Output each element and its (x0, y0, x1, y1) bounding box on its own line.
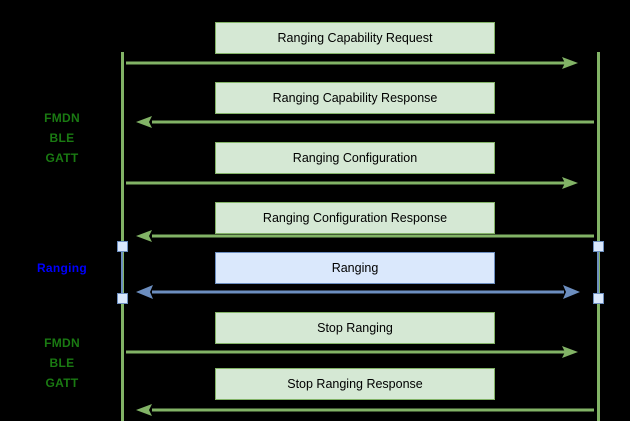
message-arrow-ranging-configuration-response (136, 228, 594, 244)
lifeline-right (597, 52, 600, 421)
message-arrow-ranging-capability-request (126, 55, 578, 71)
message-arrow-ranging-capability-response (136, 114, 594, 130)
lifeline-left (121, 52, 124, 421)
message-box-stop-ranging: Stop Ranging (215, 312, 495, 344)
message-box-ranging-configuration: Ranging Configuration (215, 142, 495, 174)
message-arrow-ranging-configuration (126, 175, 578, 191)
message-box-ranging-configuration-response: Ranging Configuration Response (215, 202, 495, 234)
phase-label-fmdn-ble-gatt-bottom: FMDN BLE GATT (44, 336, 80, 390)
activation-line-right (597, 246, 599, 300)
message-arrow-stop-ranging-response (136, 402, 594, 418)
message-box-stop-ranging-response: Stop Ranging Response (215, 368, 495, 400)
message-arrow-stop-ranging (126, 344, 578, 360)
message-box-ranging: Ranging (215, 252, 495, 284)
phase-label-ranging: Ranging (36, 261, 88, 275)
activation-node-right-top (593, 241, 604, 252)
activation-node-right-bottom (593, 293, 604, 304)
message-arrow-ranging-bidirectional (136, 284, 580, 300)
message-box-ranging-capability-response: Ranging Capability Response (215, 82, 495, 114)
phase-label-fmdn-ble-gatt-top: FMDN BLE GATT (44, 111, 80, 165)
activation-node-left-top (117, 241, 128, 252)
activation-node-left-bottom (117, 293, 128, 304)
message-box-ranging-capability-request: Ranging Capability Request (215, 22, 495, 54)
activation-line-left (121, 246, 123, 300)
